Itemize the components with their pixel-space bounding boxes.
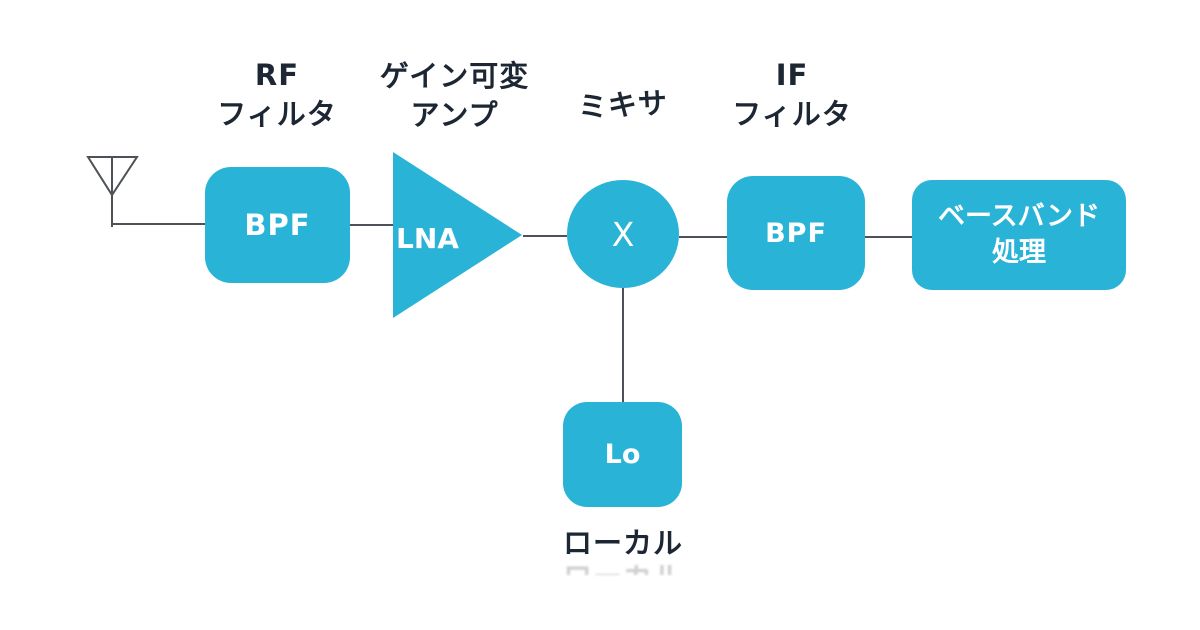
rf-filter-label-line1: RF [254, 58, 300, 92]
if-bpf-block: BPF [727, 176, 865, 290]
variable-gain-amp-label: ゲイン可変 アンプ [362, 57, 547, 135]
local-oscillator-label: ローカル [562, 526, 683, 560]
if-filter-label-line1: IF [775, 58, 809, 92]
baseband-processing-block: ベースバンド 処理 [912, 180, 1126, 290]
baseband-block-line1: ベースバンド [938, 201, 1100, 232]
rf-filter-label-line2: フィルタ [217, 97, 337, 131]
local-oscillator-block: Lo [563, 402, 682, 507]
local-oscillator-label-ghost: ローカル [523, 565, 723, 575]
rf-bpf-block: BPF [205, 167, 350, 283]
antenna-icon [86, 156, 139, 227]
wire-if-bpf-to-baseband [865, 236, 912, 238]
mixer-circle: X [567, 180, 679, 288]
wire-lna-to-mixer [523, 235, 567, 237]
mixer-x-symbol: X [611, 214, 635, 254]
variable-gain-amp-label-line1: ゲイン可変 [379, 59, 530, 93]
variable-gain-amp-label-line2: アンプ [410, 98, 499, 132]
wire-antenna-to-rf-bpf [111, 223, 205, 225]
if-filter-label: IF フィルタ [712, 56, 872, 134]
baseband-block-line2: 処理 [992, 237, 1046, 268]
lna-amplifier-triangle [393, 152, 522, 318]
mixer-label: ミキサ [577, 85, 669, 125]
lna-block-label: LNA [396, 222, 459, 255]
wire-mixer-to-lo [622, 288, 624, 402]
if-filter-label-line2: フィルタ [732, 97, 852, 131]
wire-rf-bpf-to-lna [350, 224, 393, 226]
wire-mixer-to-if-bpf [679, 236, 727, 238]
rf-filter-label: RF フィルタ [197, 56, 357, 134]
